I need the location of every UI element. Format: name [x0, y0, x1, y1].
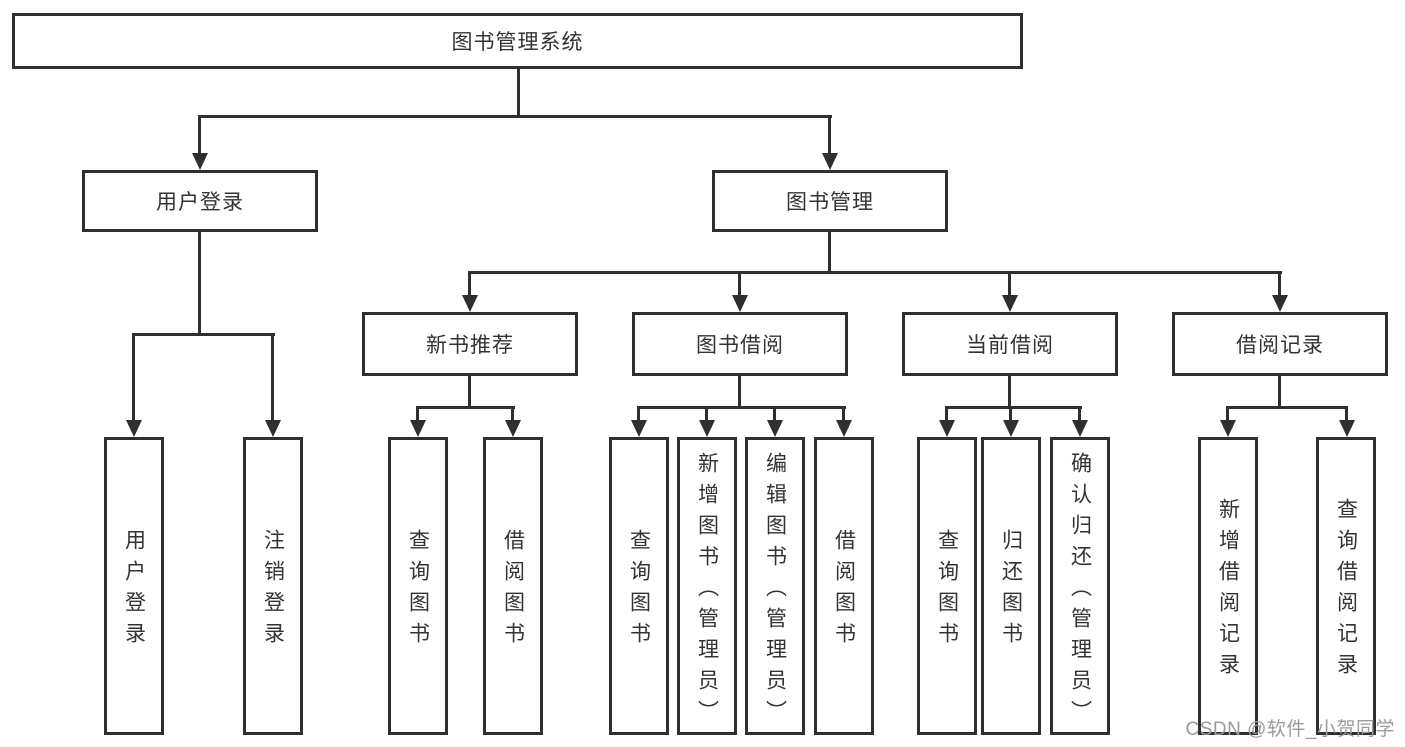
csdn-watermark: CSDN @软件_小贺同学 — [1185, 719, 1395, 740]
connector-line — [132, 333, 135, 421]
node-current-borrow: 当前借阅 — [902, 312, 1118, 376]
node-current-borrow-label: 当前借阅 — [966, 334, 1054, 357]
arrow-down-icon — [767, 420, 783, 437]
connector-line — [468, 271, 471, 297]
connector-line — [198, 115, 832, 118]
arrow-down-icon — [505, 420, 521, 437]
leaf-borrow-books-recommend-label: 借阅图书 — [501, 529, 525, 653]
connector-line — [198, 232, 201, 336]
connector-line — [416, 406, 419, 422]
leaf-user-login-label: 用户登录 — [122, 529, 146, 653]
connector-line — [1009, 406, 1012, 422]
node-new-book-recommend-label: 新书推荐 — [426, 334, 514, 357]
connector-line — [132, 333, 275, 336]
leaf-query-borrow-record: 查询借阅记录 — [1316, 437, 1376, 735]
connector-line — [468, 376, 471, 409]
arrow-down-icon — [462, 295, 478, 312]
arrow-down-icon — [699, 420, 715, 437]
connector-line — [705, 406, 708, 422]
arrow-down-icon — [1272, 295, 1288, 312]
leaf-add-books-admin: 新增图书（管理员） — [677, 437, 737, 735]
connector-line — [1278, 271, 1281, 297]
connector-line — [511, 406, 514, 422]
node-book-borrow: 图书借阅 — [632, 312, 848, 376]
arrow-down-icon — [1002, 295, 1018, 312]
arrow-down-icon — [939, 420, 955, 437]
node-user-login-label: 用户登录 — [156, 191, 244, 214]
leaf-borrow-books: 借阅图书 — [814, 437, 874, 735]
leaf-query-books-recommend-label: 查询图书 — [406, 529, 430, 653]
connector-line — [773, 406, 776, 422]
connector-line — [468, 271, 1282, 274]
connector-line — [416, 406, 515, 409]
arrow-down-icon — [192, 153, 208, 170]
node-user-login: 用户登录 — [82, 170, 318, 232]
arrow-down-icon — [732, 295, 748, 312]
leaf-edit-books-admin: 编辑图书（管理员） — [745, 437, 805, 735]
leaf-add-books-admin-label: 新增图书（管理员） — [695, 451, 719, 731]
leaf-confirm-return-admin: 确认归还（管理员） — [1050, 437, 1110, 735]
connector-line — [945, 406, 948, 422]
leaf-query-borrow-record-label: 查询借阅记录 — [1334, 498, 1358, 684]
arrow-down-icon — [1072, 420, 1088, 437]
arrow-down-icon — [410, 420, 426, 437]
connector-line — [738, 271, 741, 297]
node-root-label: 图书管理系统 — [451, 31, 584, 54]
leaf-logout: 注销登录 — [243, 437, 303, 735]
connector-line — [738, 376, 741, 409]
leaf-logout-label: 注销登录 — [261, 529, 285, 653]
connector-line — [1078, 406, 1081, 422]
arrow-down-icon — [126, 420, 142, 437]
connector-line — [1345, 406, 1348, 422]
arrow-down-icon — [631, 420, 647, 437]
leaf-query-books-recommend: 查询图书 — [388, 437, 448, 735]
connector-line — [637, 406, 846, 409]
arrow-down-icon — [1339, 420, 1355, 437]
leaf-query-books-borrow-label: 查询图书 — [627, 529, 651, 653]
node-book-borrow-label: 图书借阅 — [696, 334, 784, 357]
connector-line — [1226, 406, 1348, 409]
arrow-down-icon — [836, 420, 852, 437]
connector-line — [637, 406, 640, 422]
connector-line — [1226, 406, 1229, 422]
arrow-down-icon — [822, 153, 838, 170]
leaf-return-books-label: 归还图书 — [999, 529, 1023, 653]
connector-line — [828, 115, 831, 155]
leaf-user-login: 用户登录 — [104, 437, 164, 735]
node-book-management: 图书管理 — [712, 170, 948, 232]
connector-line — [945, 406, 1082, 409]
node-root: 图书管理系统 — [12, 13, 1023, 69]
connector-line — [198, 115, 201, 155]
arrow-down-icon — [1220, 420, 1236, 437]
leaf-add-borrow-record-label: 新增借阅记录 — [1216, 498, 1240, 684]
node-borrow-record-label: 借阅记录 — [1236, 334, 1324, 357]
leaf-add-borrow-record: 新增借阅记录 — [1198, 437, 1258, 735]
leaf-query-books-current: 查询图书 — [917, 437, 977, 735]
connector-line — [1008, 271, 1011, 297]
connector-line — [271, 333, 274, 421]
leaf-query-books-current-label: 查询图书 — [935, 529, 959, 653]
connector-line — [1008, 376, 1011, 409]
arrow-down-icon — [265, 420, 281, 437]
leaf-borrow-books-label: 借阅图书 — [832, 529, 856, 653]
leaf-query-books-borrow: 查询图书 — [609, 437, 669, 735]
connector-line — [828, 232, 831, 273]
leaf-return-books: 归还图书 — [981, 437, 1041, 735]
leaf-borrow-books-recommend: 借阅图书 — [483, 437, 543, 735]
leaf-edit-books-admin-label: 编辑图书（管理员） — [763, 451, 787, 731]
connector-line — [1278, 376, 1281, 409]
node-book-management-label: 图书管理 — [786, 191, 874, 214]
connector-line — [842, 406, 845, 422]
leaf-confirm-return-admin-label: 确认归还（管理员） — [1068, 451, 1092, 731]
connector-line — [517, 68, 520, 118]
node-borrow-record: 借阅记录 — [1172, 312, 1388, 376]
arrow-down-icon — [1003, 420, 1019, 437]
node-new-book-recommend: 新书推荐 — [362, 312, 578, 376]
